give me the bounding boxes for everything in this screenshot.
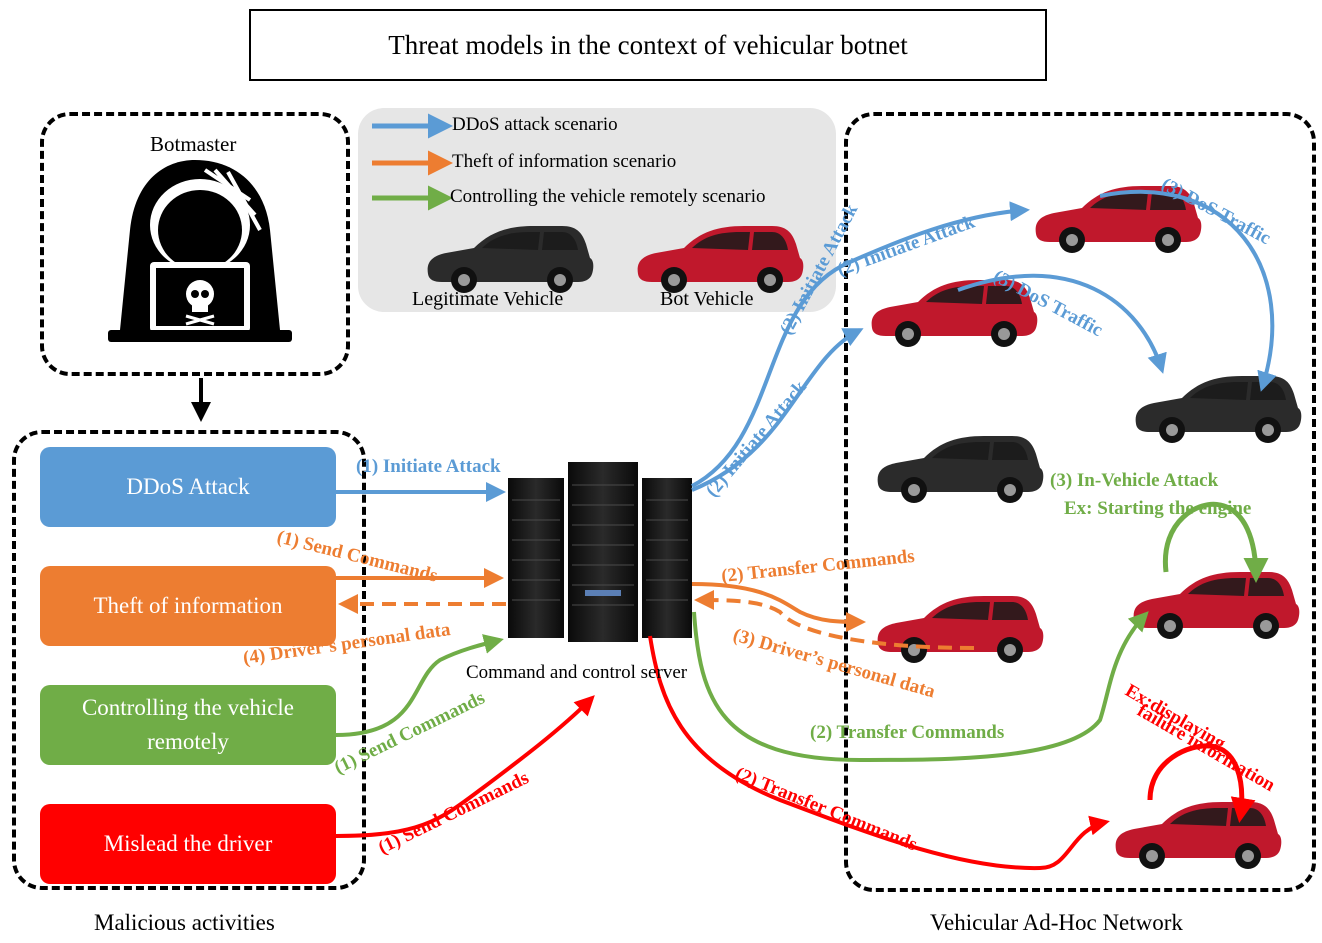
legend-control-label: Controlling the vehicle remotely scenari…	[450, 186, 766, 207]
vanet-caption: Vehicular Ad-Hoc Network	[930, 910, 1183, 935]
arrow-in-vehicle-attack	[1162, 501, 1269, 583]
legend-ddos-label: DDoS attack scenario	[452, 114, 618, 135]
arrow-theft-transfer	[691, 582, 866, 632]
legitimate-vehicle-icon	[427, 226, 594, 293]
arrow-theft-data-return	[694, 590, 975, 650]
hacker-icon	[108, 160, 292, 342]
label-ctrl-transfer: (2) Transfer Commands	[810, 722, 1005, 743]
label-ddos-initiate-2c: (2) Initiate Attack	[702, 377, 811, 502]
arrow-ddos-to-bot-1	[691, 201, 1030, 488]
diagram-title: Threat models in the context of vehicula…	[249, 9, 1047, 81]
legend-legitimate-label: Legitimate Vehicle	[412, 288, 564, 310]
arrow-mislead-send	[335, 695, 595, 838]
arrow-dos-traffic-2	[957, 273, 1167, 374]
arrow-control-send	[335, 634, 504, 737]
bot-vehicle-icon	[637, 226, 804, 293]
activity-ddos-attack: DDoS Attack	[40, 447, 336, 527]
legitimate-vehicle-2	[877, 436, 1044, 503]
bot-vehicle-4	[877, 596, 1044, 663]
server-label: Command and control server	[466, 662, 688, 683]
server-icon	[508, 462, 692, 642]
vanet-panel	[844, 112, 1316, 892]
label-ddos-initiate-1: (1) Initiate Attack	[356, 456, 501, 477]
label-mislead-transfer: (2) Transfer Commands	[732, 763, 920, 855]
bot-vehicle-5	[1115, 802, 1282, 869]
activity-mislead-driver: Mislead the driver	[40, 804, 336, 884]
arrow-mislead-display	[1147, 743, 1256, 823]
legitimate-vehicle-1	[1135, 376, 1302, 443]
botmaster-panel	[40, 112, 350, 376]
legend-theft-label: Theft of information scenario	[452, 151, 677, 172]
label-theft-transfer: (2) Transfer Commands	[720, 546, 915, 587]
arrow-ddos-to-bot-2	[691, 328, 864, 492]
label-mislead-send: (1) Send Commands	[375, 767, 532, 858]
malicious-activities-caption: Malicious activities	[94, 910, 275, 935]
arrow-control-transfer	[692, 611, 1149, 763]
arrow-mislead-transfer	[648, 635, 1110, 871]
activity-controlling-vehicle: Controlling the vehicle remotely	[40, 685, 336, 765]
malicious-activities-panel	[12, 430, 366, 890]
label-in-vehicle-1: (3) In-Vehicle Attack	[1050, 470, 1219, 491]
bot-vehicle-3	[1133, 572, 1300, 639]
legend-bot-label: Bot Vehicle	[660, 288, 754, 310]
botmaster-label: Botmaster	[150, 132, 237, 156]
label-theft-data-4: (4) Driver’s personal data	[242, 619, 453, 669]
activity-theft-of-information: Theft of information	[40, 566, 336, 646]
arrow-dos-traffic-1	[1099, 189, 1277, 392]
label-in-vehicle-2: Ex: Starting the engine	[1064, 498, 1252, 519]
